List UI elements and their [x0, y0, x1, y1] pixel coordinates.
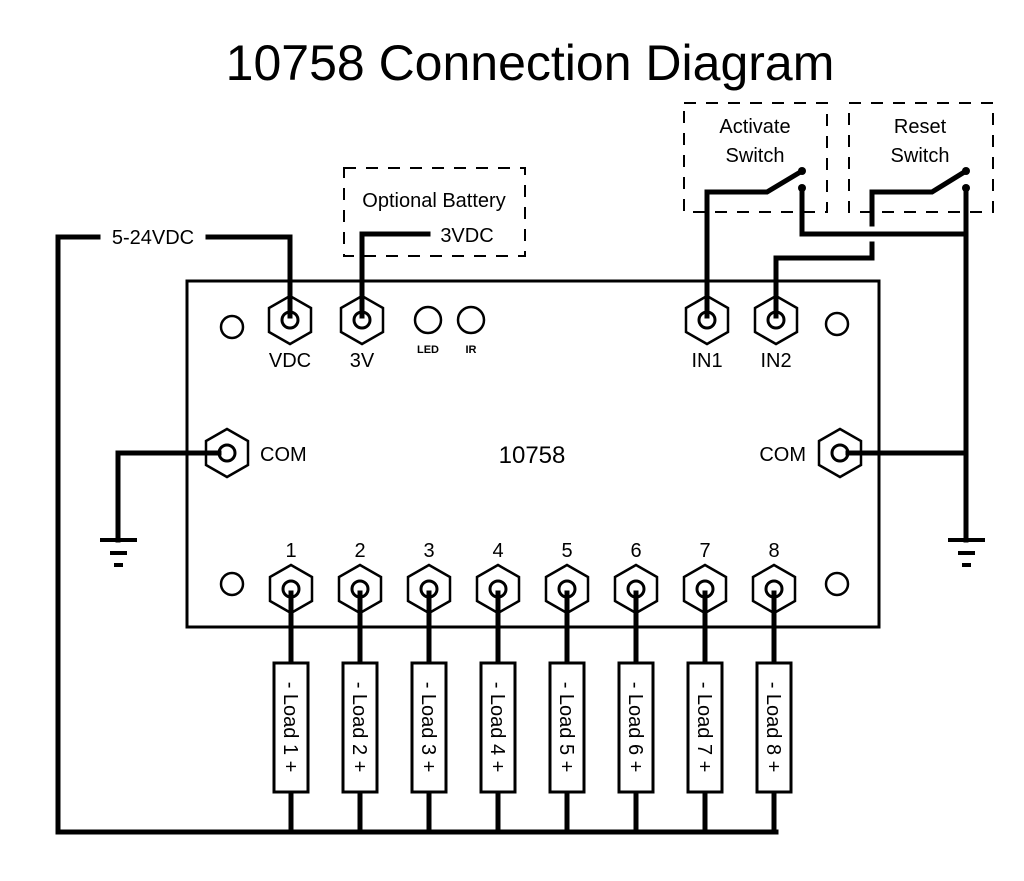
switch-pivot-icon — [962, 167, 970, 175]
reset-switch: Reset Switch — [773, 102, 994, 543]
load-box — [686, 661, 724, 794]
mounting-hole-bottom-left — [219, 571, 245, 597]
output-terminal-4: 4 - Load 4 + — [475, 540, 521, 835]
battery-box-label: Optional Battery — [362, 190, 505, 212]
optional-battery: Optional Battery 3VDC — [343, 167, 526, 323]
supply-positive-wire — [205, 234, 293, 323]
mounting-hole-bottom-right — [824, 571, 850, 597]
terminal-3v: 3V — [339, 294, 385, 372]
terminal-label: COM — [759, 444, 806, 466]
indicator-ir: IR — [456, 305, 486, 356]
indicator-label: IR — [466, 344, 477, 356]
terminal-com-right: COM — [759, 427, 969, 479]
output-terminals: 1 - Load 1 + 2 - Load 2 + 3 - Load 3 + 4 - Load… — [268, 540, 797, 835]
load-box — [272, 661, 310, 794]
switch-label-line2: Switch — [726, 145, 785, 167]
output-number: 2 — [354, 540, 365, 562]
ir-sensor-icon — [456, 305, 486, 335]
led-icon — [413, 305, 443, 335]
load-label: - Load 6 + — [624, 682, 646, 773]
terminal-label: IN2 — [760, 350, 791, 372]
terminal-in1: IN1 — [684, 294, 730, 372]
com-left-wire — [115, 450, 230, 543]
switch-label-line2: Switch — [891, 145, 950, 167]
load-label: - Load 1 + — [279, 682, 301, 773]
board-outline — [185, 279, 881, 629]
terminal-in2: IN2 — [753, 294, 799, 372]
output-number: 8 — [768, 540, 779, 562]
output-terminal-3: 3 - Load 3 + — [406, 540, 452, 835]
output-terminal-5: 5 - Load 5 + — [544, 540, 590, 835]
output-number: 5 — [561, 540, 572, 562]
output-terminal-8: 8 - Load 8 + — [751, 540, 797, 835]
terminal-label: COM — [260, 444, 307, 466]
load-label: - Load 4 + — [486, 682, 508, 773]
mounting-hole-top-left — [219, 314, 245, 340]
load-label: - Load 2 + — [348, 682, 370, 773]
load-label: - Load 7 + — [693, 682, 715, 773]
output-terminal-7: 7 - Load 7 + — [682, 540, 728, 835]
output-number: 3 — [423, 540, 434, 562]
switch-blade-icon — [704, 167, 806, 323]
activate-common-wire — [799, 185, 969, 237]
supply-wiring: 5-24VDC — [55, 227, 779, 835]
switch-pivot-icon — [798, 167, 806, 175]
battery-wire — [359, 231, 431, 323]
switch-blade-icon — [869, 167, 970, 227]
supply-negative-bus — [55, 234, 779, 835]
output-number: 1 — [285, 540, 296, 562]
ground-left — [100, 538, 137, 567]
supply-voltage-label: 5-24VDC — [112, 227, 194, 249]
mounting-hole-top-right — [824, 311, 850, 337]
ground-right — [948, 538, 985, 567]
load-box — [341, 661, 379, 794]
output-number: 4 — [492, 540, 503, 562]
load-label: - Load 8 + — [762, 682, 784, 773]
load-box — [617, 661, 655, 794]
output-terminal-2: 2 - Load 2 + — [337, 540, 383, 835]
output-terminal-6: 6 - Load 6 + — [613, 540, 659, 835]
terminal-label: 3V — [350, 350, 375, 372]
battery-box — [343, 167, 526, 257]
activate-switch-box — [683, 102, 828, 213]
load-box — [548, 661, 586, 794]
switch-label-line1: Activate — [719, 116, 790, 138]
reset-switch-box — [848, 102, 994, 213]
terminal-vdc: VDC — [267, 294, 313, 372]
diagram-title: 10758 Connection Diagram — [226, 35, 835, 91]
output-number: 6 — [630, 540, 641, 562]
load-label: - Load 5 + — [555, 682, 577, 773]
indicator-led: LED — [413, 305, 443, 356]
terminal-label: VDC — [269, 350, 311, 372]
reset-to-in2-wire — [773, 241, 875, 323]
output-number: 7 — [699, 540, 710, 562]
mounting-holes — [219, 311, 850, 597]
switch-label-line1: Reset — [894, 116, 947, 138]
output-terminal-1: 1 - Load 1 + — [268, 540, 314, 835]
battery-voltage-label: 3VDC — [440, 225, 493, 247]
load-box — [410, 661, 448, 794]
board-label: 10758 — [499, 442, 566, 469]
load-box — [479, 661, 517, 794]
terminal-com-left: COM — [115, 427, 307, 543]
activate-switch: Activate Switch — [683, 102, 969, 323]
terminal-label: IN1 — [691, 350, 722, 372]
indicator-label: LED — [417, 344, 439, 356]
load-label: - Load 3 + — [417, 682, 439, 773]
load-box — [755, 661, 793, 794]
